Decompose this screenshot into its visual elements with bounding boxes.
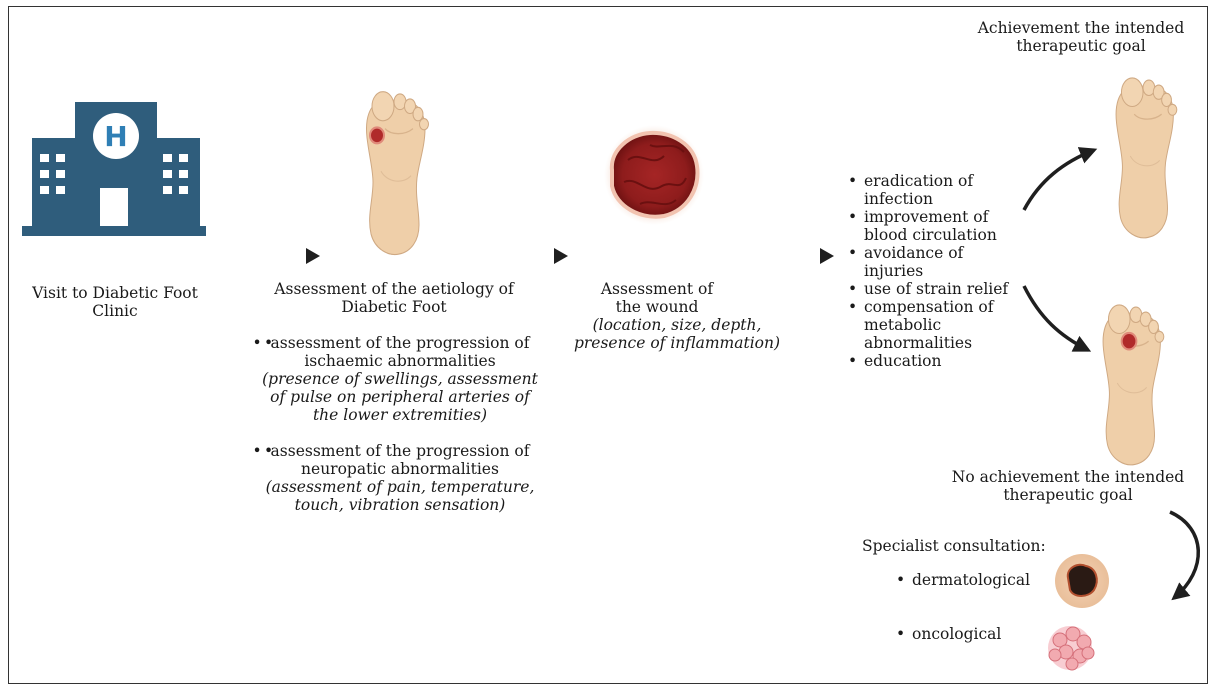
clinic-label: Visit to Diabetic Foot Clinic [20,284,210,320]
consultation-list: dermatological oncological [894,571,1044,643]
treatment-item: eradication of infection [846,172,1022,208]
treatment-item: avoidance of injuries [846,244,1022,280]
wound-icon [604,125,704,225]
aetiology-list: assessment of the progression of ischaem… [262,334,538,514]
treatment-list: eradication of infection improvement of … [846,172,1022,370]
aetiology-item-text: assessment of the progression of ischaem… [271,334,530,370]
treatment-item: use of strain relief [846,280,1022,298]
outcome-not-achieved-label: No achievement the intended therapeutic … [944,468,1192,504]
ulcer-foot-icon [1103,305,1164,465]
aetiology-item-detail: (presence of swellings, assessment of pu… [262,370,538,424]
treatment-item: improvement of blood circulation [846,208,1022,244]
dermatological-lesion-icon [1055,554,1109,608]
aetiology-item: assessment of the progression of ischaem… [262,334,538,424]
consultation-title: Specialist consultation: [862,537,1062,555]
arrow-to-achieved [1024,150,1094,210]
outcome-achieved-label: Achievement the intended therapeutic goa… [966,19,1196,55]
healthy-foot-icon [1116,78,1177,238]
consultation-item: dermatological [894,571,1044,589]
arrow-to-consultation [1170,512,1198,598]
foot-with-ulcer-icon [367,92,429,255]
arrow-to-not-achieved [1024,286,1088,350]
treatment-item: compensation of metabolic abnormalities [846,298,1022,352]
wound-title: Assessment of the wound [598,280,716,316]
aetiology-item-text: assessment of the progression of neuropa… [271,442,530,478]
aetiology-item: assessment of the progression of neuropa… [262,442,538,514]
aetiology-item-detail: (assessment of pain, temperature, touch,… [262,478,538,514]
consultation-item: oncological [894,625,1044,643]
hospital-emblem: H [104,120,127,153]
treatment-item: education [846,352,1022,370]
aetiology-title: Assessment of the aetiology of Diabetic … [262,280,526,316]
oncological-cells-icon [1048,626,1094,670]
wound-detail: (location, size, depth, presence of infl… [568,316,786,352]
